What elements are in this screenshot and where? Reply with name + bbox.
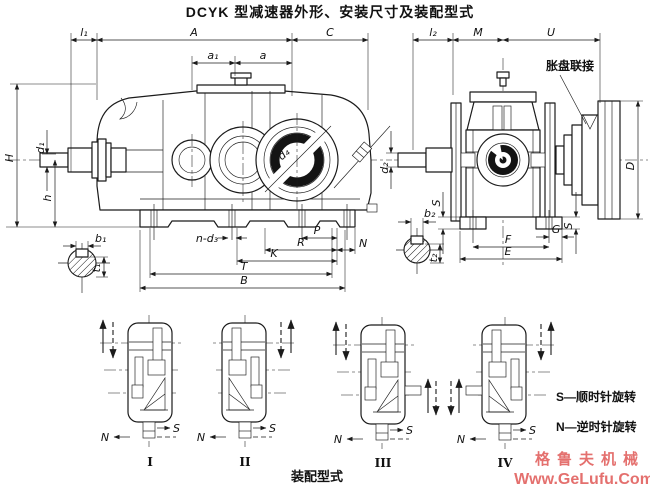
variant1-n-label: N [101,431,109,444]
dim-label-d2: d₂ [378,162,391,174]
dim-label-R: R [297,236,305,249]
shrink-disc-assembly [555,100,621,220]
variant2-n-label: N [197,431,205,444]
end-view-dimensions: l₂ M U 胀盘联接 d₂ D S S G F E [378,26,643,274]
dim-label-B: B [240,274,248,287]
dim-label-A: A [189,26,198,39]
variant4-numeral: IV [498,456,514,470]
dim-label-S-left: S [430,199,443,206]
dim-label-N: N [359,237,367,250]
dim-label-b2: b₂ [424,207,436,220]
end-breather [496,71,510,79]
end-view-feet [459,210,563,243]
dim-label-d1: d₁ [34,142,47,153]
variant1-s-label: S [173,422,180,435]
variant1-numeral: I [147,455,153,469]
oil-plug [333,125,391,189]
dim-label-M: M [473,26,483,39]
watermark-url: Www.GeLufu.Com [514,471,650,488]
dim-label-G: G [552,223,561,236]
reducer-side-view: d₄ [8,72,392,240]
dim-label-E: E [505,245,512,258]
variant2-s-label: S [269,422,276,435]
dim-label-H: H [3,154,16,162]
dim-label-U: U [547,26,555,39]
legend-counterclockwise: N—逆时针旋转 [556,419,637,434]
assembly-variant-3: S N III [333,317,436,470]
watermark-name: 格鲁夫机械 [535,450,645,468]
dim-label-n-d3: n-d₃ [196,232,219,245]
assembly-variant-4: S N IV [451,317,554,470]
dim-label-t2: t₂ [427,253,440,262]
dim-label-l2: l₂ [429,26,437,39]
dim-label-h: h [41,194,54,201]
bearing-boss-output: d₄ [255,113,339,211]
dim-label-F: F [505,233,512,246]
dim-label-C: C [326,26,334,39]
dim-label-P: P [314,224,321,237]
dim-label-S-right: S [562,222,575,229]
legend-clockwise: S—顺时针旋转 [556,389,636,404]
key-section-detail-output: b₂ t₂ [396,207,444,274]
dim-label-a1: a₁ [207,49,218,62]
shrink-disc-callout: 胀盘联接 [546,58,594,73]
dim-label-D: D [624,162,637,170]
assembly-variant-2: S N II [197,315,294,469]
reducer-end-view [394,58,648,268]
hollow-shaft-bore [476,133,530,187]
variant4-n-label: N [457,433,465,446]
end-view-input-shaft [397,147,453,173]
dim-label-l1: l₁ [80,26,87,39]
assembly-variant-1: S N I [100,315,182,469]
variant3-numeral: III [375,456,392,470]
watermark: 格鲁夫机械 Www.GeLufu.Com [514,450,650,488]
key-section-detail-input: b₁ t₁ [58,232,110,293]
dim-label-t1: t₁ [90,264,103,273]
dim-label-T: T [241,260,249,273]
assembly-caption: 装配型式 [290,469,343,484]
variant3-n-label: N [334,433,342,446]
variant2-numeral: II [239,455,251,469]
dim-label-a: a [260,49,267,62]
variant4-s-label: S [529,424,536,437]
dim-label-b1: b₁ [95,232,106,245]
dim-label-K: K [270,247,278,260]
side-view-dimensions: l₁ A C a₁ a H h d₁ n-d₃ P R N K T B [3,26,369,293]
page-title: DCYK 型减速器外形、安装尺寸及装配型式 [186,4,475,20]
variant3-s-label: S [406,424,413,437]
mounting-base [139,203,378,240]
drain-plug [366,203,378,213]
